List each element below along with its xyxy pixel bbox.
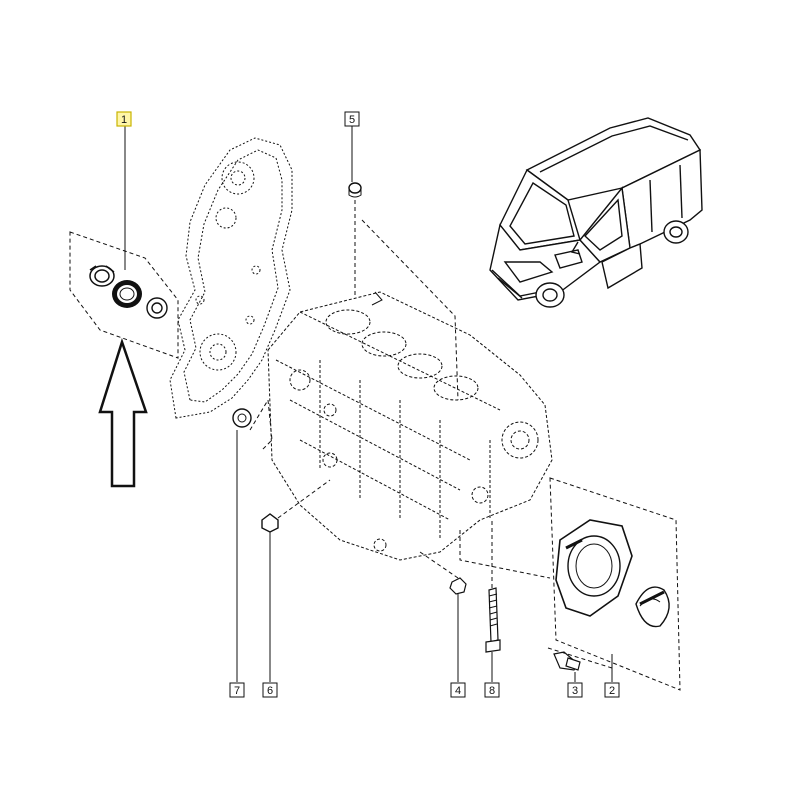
- part-1-seal-kit: [69, 126, 179, 359]
- callout-3[interactable]: 3: [567, 682, 583, 698]
- callout-6[interactable]: 6: [262, 682, 278, 698]
- callout-label: 7: [234, 685, 240, 697]
- callout-8[interactable]: 8: [484, 682, 500, 698]
- callout-label: 4: [455, 685, 461, 697]
- callout-7[interactable]: 7: [229, 682, 245, 698]
- callout-label: 8: [489, 685, 495, 697]
- callout-5[interactable]: 5: [344, 111, 360, 127]
- part-4-dowel: [419, 551, 467, 682]
- engine-block: [267, 291, 553, 561]
- timing-cover: [169, 137, 293, 419]
- callout-1[interactable]: 1: [116, 111, 132, 127]
- callout-label: 5: [349, 114, 355, 126]
- part-8-long-bolt: [485, 520, 501, 682]
- callout-box: [229, 682, 245, 698]
- callout-box: [450, 682, 466, 698]
- callout-box: [604, 682, 620, 698]
- part-2-seal-housing: [459, 477, 681, 691]
- callout-box: [484, 682, 500, 698]
- part-6-bolt: [261, 479, 331, 682]
- part-3-bolt: [547, 647, 613, 682]
- callout-label: 1: [121, 114, 127, 126]
- up-arrow-indicator: [98, 337, 148, 488]
- callout-box: [567, 682, 583, 698]
- van-illustration: [489, 117, 703, 308]
- part-5-plug: [348, 126, 459, 401]
- callout-label: 3: [572, 685, 578, 697]
- callout-box: [344, 111, 360, 127]
- callout-2[interactable]: 2: [604, 682, 620, 698]
- part-7-bushing: [232, 398, 273, 682]
- callout-label: 6: [267, 685, 273, 697]
- callout-box: [116, 111, 132, 127]
- callout-4[interactable]: 4: [450, 682, 466, 698]
- callout-label: 2: [609, 685, 615, 697]
- callout-box: [262, 682, 278, 698]
